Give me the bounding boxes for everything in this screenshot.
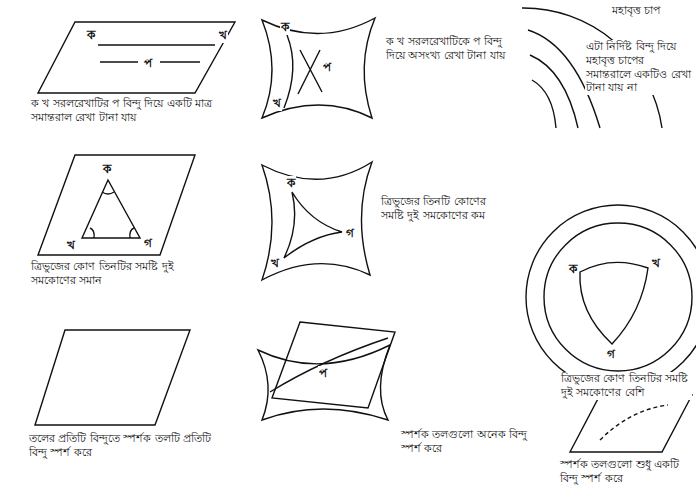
point-label: ক <box>86 28 96 43</box>
caption-note: ক খ সরলরেখাটিকে প বিন্দু দিয়ে অসংখ্য রে… <box>385 35 512 63</box>
sphere-outline <box>526 205 696 389</box>
plane <box>38 155 195 255</box>
point-label: গ <box>345 226 355 241</box>
triangle <box>82 180 140 238</box>
caption-note: মহাবৃত্ত চাপ <box>611 4 693 18</box>
point-label: খ <box>270 256 280 271</box>
straight-line <box>98 44 215 45</box>
angle-mark <box>90 192 134 238</box>
curved-line <box>284 35 293 108</box>
point-label: ক <box>102 162 112 177</box>
crossing-lines <box>298 50 322 94</box>
caption-note: স্পর্শক তলগুলো অনেক বিন্দু স্পর্শ করে <box>400 428 542 456</box>
plane <box>38 22 235 93</box>
point-label: খ <box>66 238 76 253</box>
point-label: ক <box>286 176 296 191</box>
tangent-plane <box>272 322 395 408</box>
caption-note: তলের প্রতিটি বিন্দুতে স্পর্শক তলটি প্রতি… <box>28 432 215 460</box>
caption-note: ত্রিভুজের কোণ তিনটির সমষ্টি দুই সমকোণের … <box>30 260 212 288</box>
touch-curve <box>270 338 388 392</box>
sphere-inner <box>544 223 692 371</box>
caption-note: ত্রিভুজের কোণ তিনটির সমষ্টি দুই সমকোণের … <box>560 372 692 400</box>
caption-note: ক খ সরলরেখাটির প বিন্দু দিয়ে একটি মাত্র… <box>30 97 222 125</box>
point-label: খ <box>272 96 282 111</box>
plane <box>35 330 190 425</box>
point-label: গ <box>606 347 616 362</box>
saddle-surface <box>262 162 372 280</box>
point-label: ক <box>568 262 578 277</box>
saddle-surface <box>262 18 375 118</box>
spherical-triangle <box>580 262 648 344</box>
point-label: খ <box>218 28 228 43</box>
caption-note: স্পর্শক তলগুলো শুধু একটি বিন্দু স্পর্শ ক… <box>559 458 693 486</box>
point-label: খ <box>651 256 661 271</box>
point-label: প <box>322 60 332 75</box>
point-label: প <box>143 56 153 71</box>
caption-note: এটা নির্দিষ্ট বিন্দু দিয়ে মহাবৃত্ত চাপে… <box>585 40 693 95</box>
point-label: গ <box>143 236 153 251</box>
point-label: ক <box>280 20 290 35</box>
caption-note: ত্রিভুজের তিনটি কোণের সমষ্টি দুই সমকোণের… <box>380 195 507 223</box>
tangent-plane <box>570 395 692 452</box>
hyperbolic-triangle <box>284 192 342 258</box>
touch-curve <box>600 405 668 440</box>
point-label: প <box>318 366 328 381</box>
